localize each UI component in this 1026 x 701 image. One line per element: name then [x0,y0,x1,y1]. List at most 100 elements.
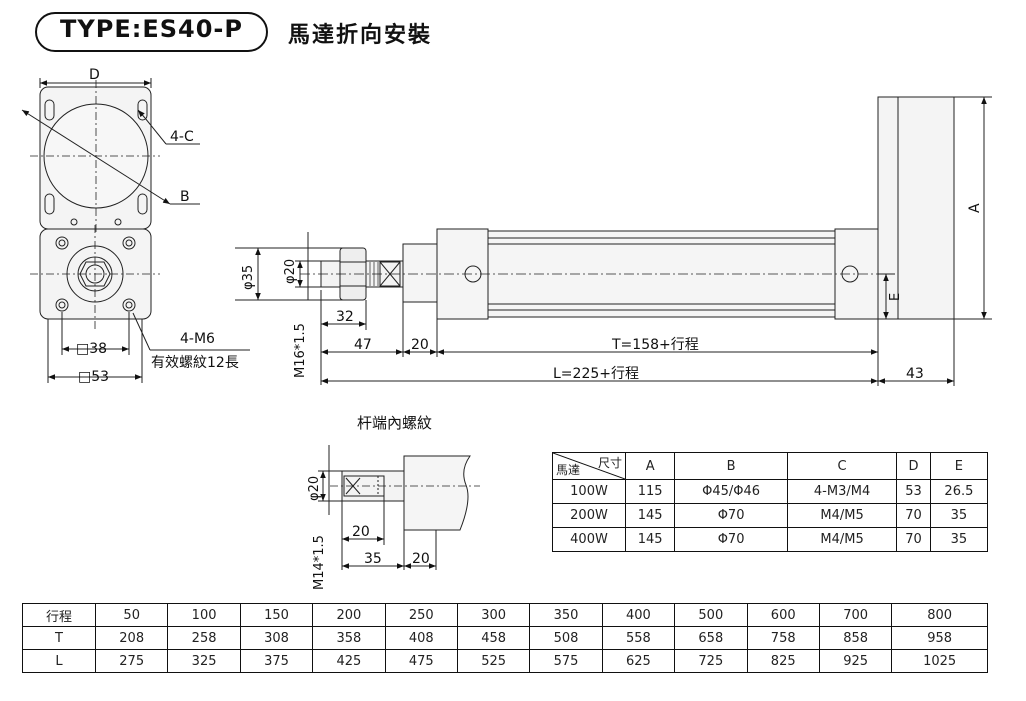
side-view [235,96,992,386]
spec-e: 26.5 [929,479,989,504]
spec-corner-cell: 馬達 尺寸 [552,452,626,480]
stroke-cell: 358 [312,626,386,650]
technical-drawing: D 4-C B 4-M6 有效螺紋12長 □38 □53 [21,67,992,590]
stroke-cell: 725 [674,649,748,673]
spec-header-c: C [786,452,898,480]
dim-38-label: □38 [76,341,107,357]
motor-block [877,96,955,320]
dim-d-label: D [89,67,100,83]
stroke-cell: 308 [239,626,314,650]
corner-col-label: 尺寸 [597,456,622,470]
stroke-cell: 150 [239,603,314,627]
stroke-cell: 800 [891,603,988,627]
rod-end-m14-label: M14*1.5 [312,535,327,590]
dim-phi35-label: φ35 [241,265,256,290]
spec-header-row: 馬達 尺寸 A B C D E [552,452,989,480]
stroke-cell: 825 [746,649,820,673]
spec-c: 4-M3/M4 [786,479,898,504]
dim-32-label: 32 [336,309,354,325]
dim-4m6-label: 4-M6 [180,331,215,347]
stroke-cell: 250 [384,603,458,627]
stroke-cell: 958 [891,626,988,650]
spec-c: M4/M5 [786,527,898,552]
stroke-cell: 408 [384,626,458,650]
spec-motor: 100W [552,479,626,504]
spec-e: 35 [929,527,989,552]
stroke-cell: 400 [601,603,676,627]
spec-d: 70 [896,503,931,528]
spec-b: Φ70 [674,527,788,552]
stroke-cell: 658 [674,626,748,650]
stroke-cell: 625 [601,649,676,673]
stroke-cell: 100 [167,603,241,627]
page-title: 馬達折向安裝 [288,23,433,48]
stroke-cell: 508 [529,626,603,650]
stroke-cell: 258 [167,626,241,650]
spec-a: 115 [624,479,676,504]
spec-header-b: B [674,452,788,480]
stroke-cell: 858 [818,626,893,650]
stroke-row-label: T [22,626,96,650]
spec-a: 145 [624,527,676,552]
spec-row: 400W 145 Φ70 M4/M5 70 35 [552,527,989,552]
rod-end-20b-label: 20 [412,551,430,567]
dim-4c-label: 4-C [170,129,194,145]
spec-header-d: D [896,452,931,480]
rod-end-20a-label: 20 [352,524,370,540]
stroke-cell: 300 [456,603,531,627]
header: TYPE:ES40-P 馬達折向安裝 [0,0,1026,60]
type-badge [35,12,268,52]
stroke-cell: 500 [674,603,748,627]
stroke-row-label: L [22,649,96,673]
spec-d: 70 [896,527,931,552]
dim-a-label: A [967,203,983,213]
dim-thread-len-label: 有效螺紋12長 [151,355,239,371]
stroke-cell: 50 [94,603,169,627]
stroke-cell: 475 [384,649,458,673]
stroke-cell: 600 [746,603,820,627]
spec-header-e: E [929,452,989,480]
spec-c: M4/M5 [786,503,898,528]
spec-row: 100W 115 Φ45/Φ46 4-M3/M4 53 26.5 [552,479,989,504]
rod-end-title: 杆端內螺紋 [357,414,432,432]
corner-row-label: 馬達 [556,463,581,477]
rod-end-detail [318,445,480,570]
type-label: TYPE:ES40-P [60,15,243,43]
dim-l-label: L=225+行程 [553,366,639,382]
rod-end-35-label: 35 [364,551,382,567]
stroke-cell: 275 [94,649,169,673]
stroke-cell: 375 [239,649,314,673]
dim-20-label: 20 [411,337,429,353]
stroke-cell: 575 [529,649,603,673]
stroke-cell: 458 [456,626,531,650]
stroke-cell: 425 [312,649,386,673]
stroke-cell: 700 [818,603,893,627]
dim-b-label: B [180,189,190,205]
spec-motor: 200W [552,503,626,528]
spec-b: Φ70 [674,503,788,528]
stroke-cell: 758 [746,626,820,650]
stroke-cell: 325 [167,649,241,673]
dim-47-label: 47 [354,337,372,353]
stroke-cell: 558 [601,626,676,650]
spec-a: 145 [624,503,676,528]
dim-t-label: T=158+行程 [611,337,699,353]
front-view [21,78,250,383]
dim-e-label: E [888,293,903,301]
mount-bolts [55,236,136,312]
stroke-cell: 208 [94,626,169,650]
dim-m16-label: M16*1.5 [293,323,308,378]
stroke-row-label: 行程 [22,603,96,627]
spec-e: 35 [929,503,989,528]
stroke-cell: 200 [312,603,386,627]
dim-43-label: 43 [906,366,924,382]
motor-spec-table: 馬達 尺寸 A B C D E 100W 115 Φ45/Φ46 4-M3/M4… [552,452,989,552]
spec-header-a: A [624,452,676,480]
dim-53-label: □53 [78,369,109,385]
stroke-cell: 350 [529,603,603,627]
stroke-cell: 1025 [891,649,988,673]
